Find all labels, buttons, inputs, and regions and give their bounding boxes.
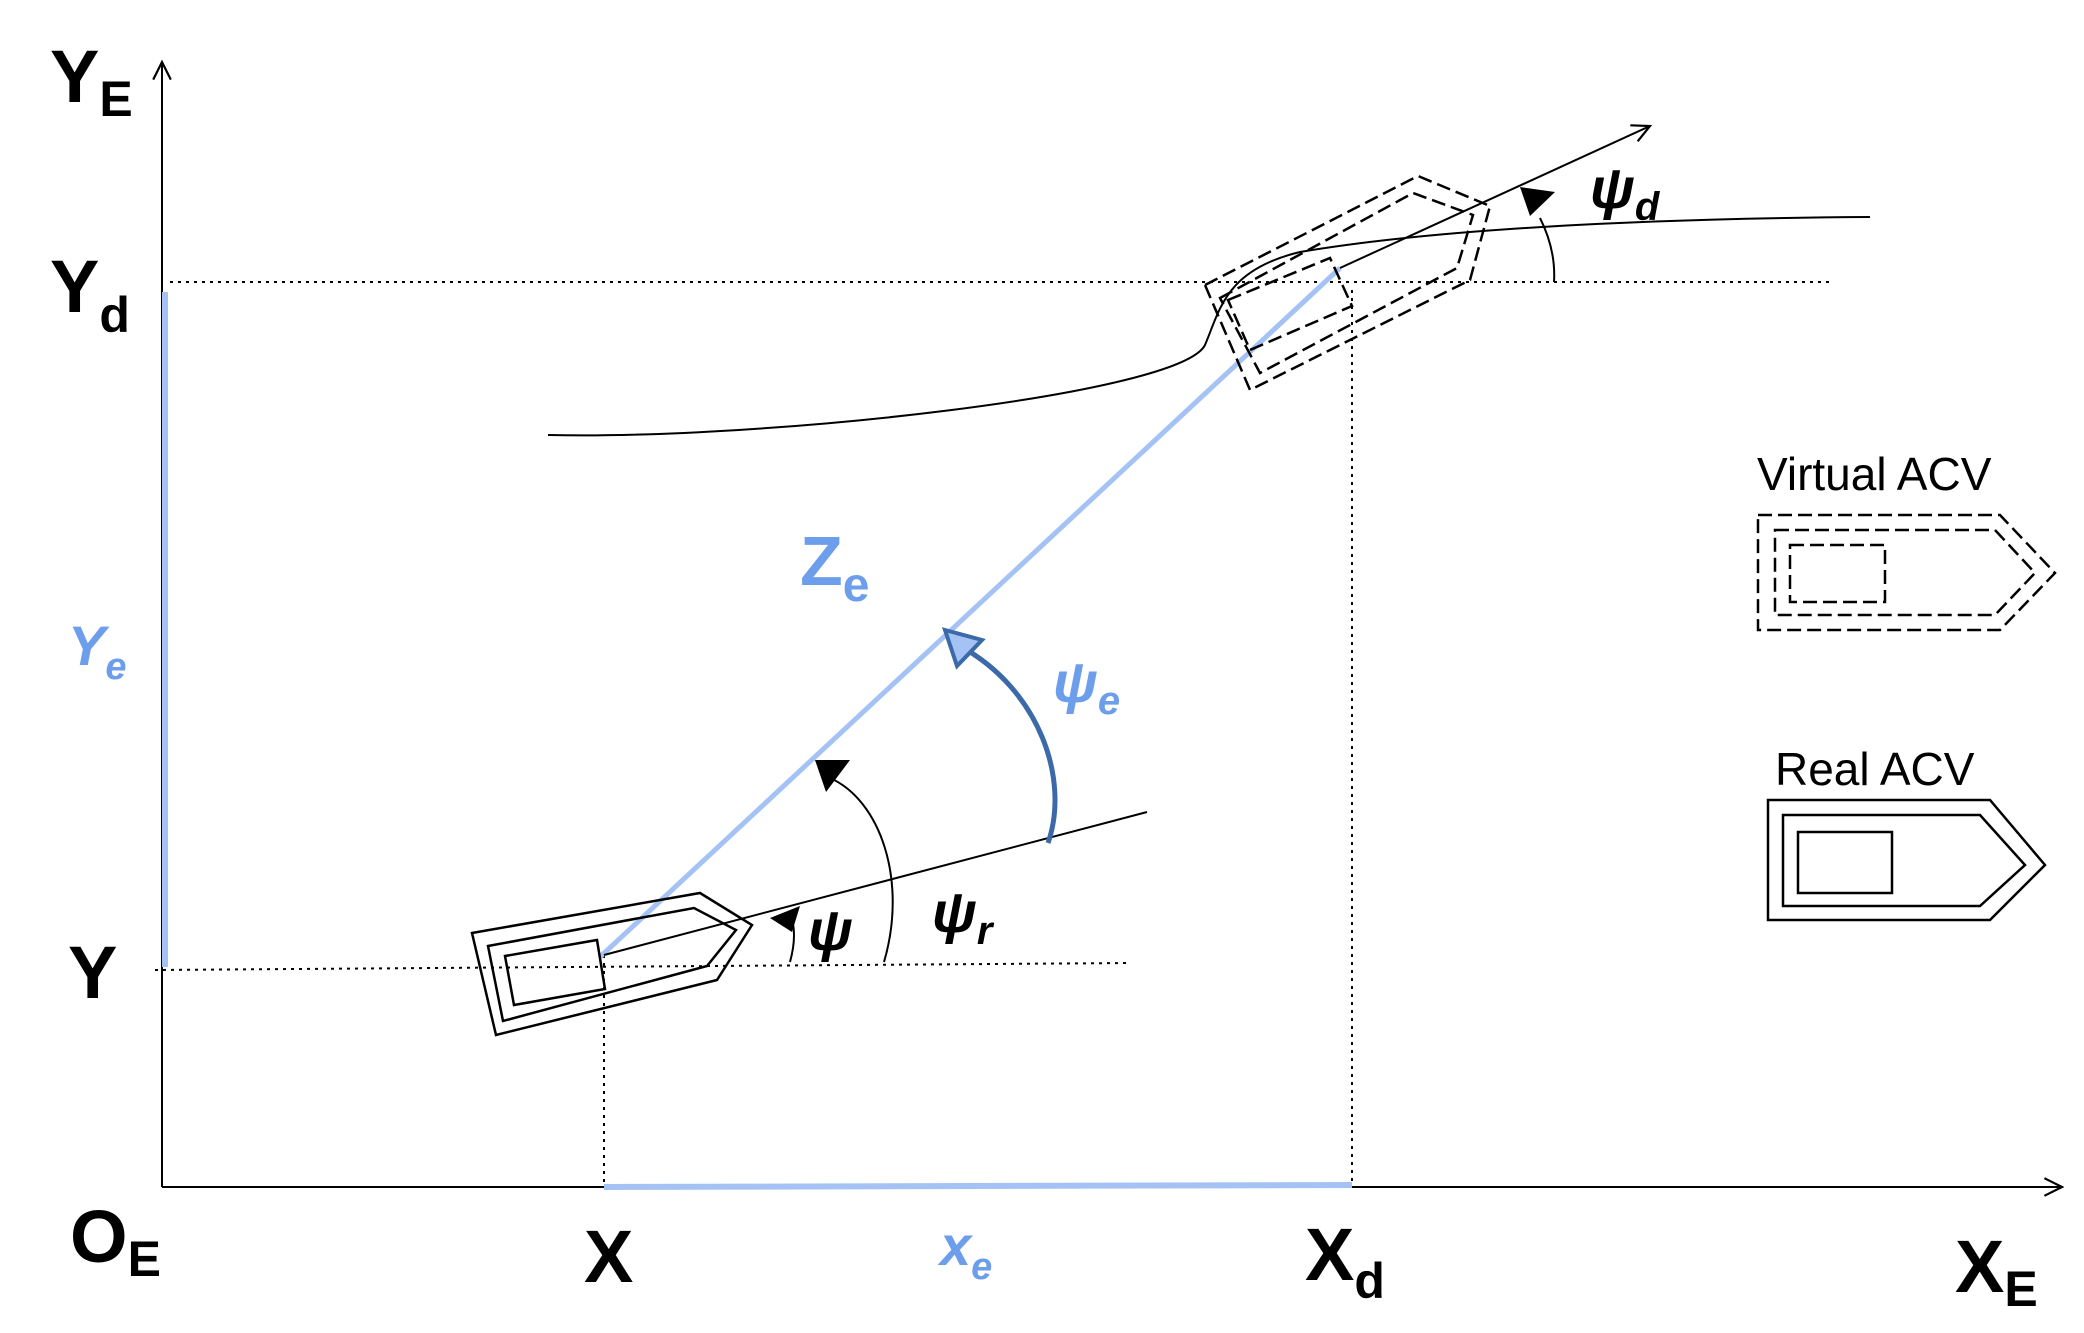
xe-error-line	[603, 1182, 1353, 1190]
psi-d-arrowhead	[1520, 187, 1555, 216]
x-axis-label: XE	[1955, 1225, 2038, 1317]
error-labels: Ye xe Ze ψe	[68, 522, 1120, 1288]
psi-arrowhead	[770, 906, 800, 932]
legend-real-icon	[1766, 798, 2047, 922]
virtual-acv-inner-hull	[1218, 191, 1475, 375]
real-acv-outer-hull	[470, 891, 754, 1037]
legend-virtual-label: Virtual ACV	[1757, 448, 1992, 500]
psi-e-arrowhead	[941, 627, 986, 670]
angle-labels: ψ ψr ψd	[808, 156, 1661, 963]
virtual-acv-vessel	[1203, 174, 1492, 392]
psi-r-label: ψr	[932, 880, 995, 953]
desired-path-curve	[547, 216, 1871, 437]
psi-r-arc	[829, 777, 894, 963]
y-label: Y	[68, 931, 117, 1014]
y-dotted-line	[154, 962, 1131, 971]
psi-label: ψ	[808, 898, 853, 963]
real-acv-inner-hull	[486, 906, 738, 1023]
axis-labels: YE Yd Y OE X Xd XE	[50, 35, 2038, 1317]
real-acv-vessel	[470, 891, 754, 1037]
legend-real-label: Real ACV	[1775, 743, 1975, 795]
legend-virtual-icon	[1756, 513, 2057, 632]
reference-lines	[154, 281, 1830, 1187]
virtual-heading-arrow	[1339, 126, 1650, 269]
psi-d-label: ψd	[1590, 156, 1661, 229]
ze-error-line	[598, 266, 1342, 959]
ye-error-label: Ye	[68, 614, 127, 688]
psi-d-arc	[1539, 217, 1556, 283]
origin-label: OE	[70, 1195, 161, 1287]
real-acv-cabin	[503, 938, 607, 1007]
psi-e-label: ψe	[1053, 650, 1120, 723]
legend: Virtual ACV Real ACV	[1756, 448, 2057, 922]
yd-label: Yd	[50, 245, 130, 343]
angle-arcs	[770, 187, 1556, 963]
axes	[162, 62, 2062, 1187]
x-label: X	[584, 1215, 633, 1298]
y-axis-label: YE	[50, 35, 133, 127]
psi-e-arc	[958, 643, 1058, 844]
error-lines	[162, 266, 1353, 1190]
xd-label: Xd	[1305, 1213, 1385, 1309]
virtual-acv-cabin	[1226, 256, 1354, 352]
ze-error-label: Ze	[800, 522, 869, 612]
psi-r-arrowhead	[815, 760, 850, 792]
xe-error-label: xe	[937, 1214, 992, 1288]
real-heading-line	[603, 811, 1148, 956]
